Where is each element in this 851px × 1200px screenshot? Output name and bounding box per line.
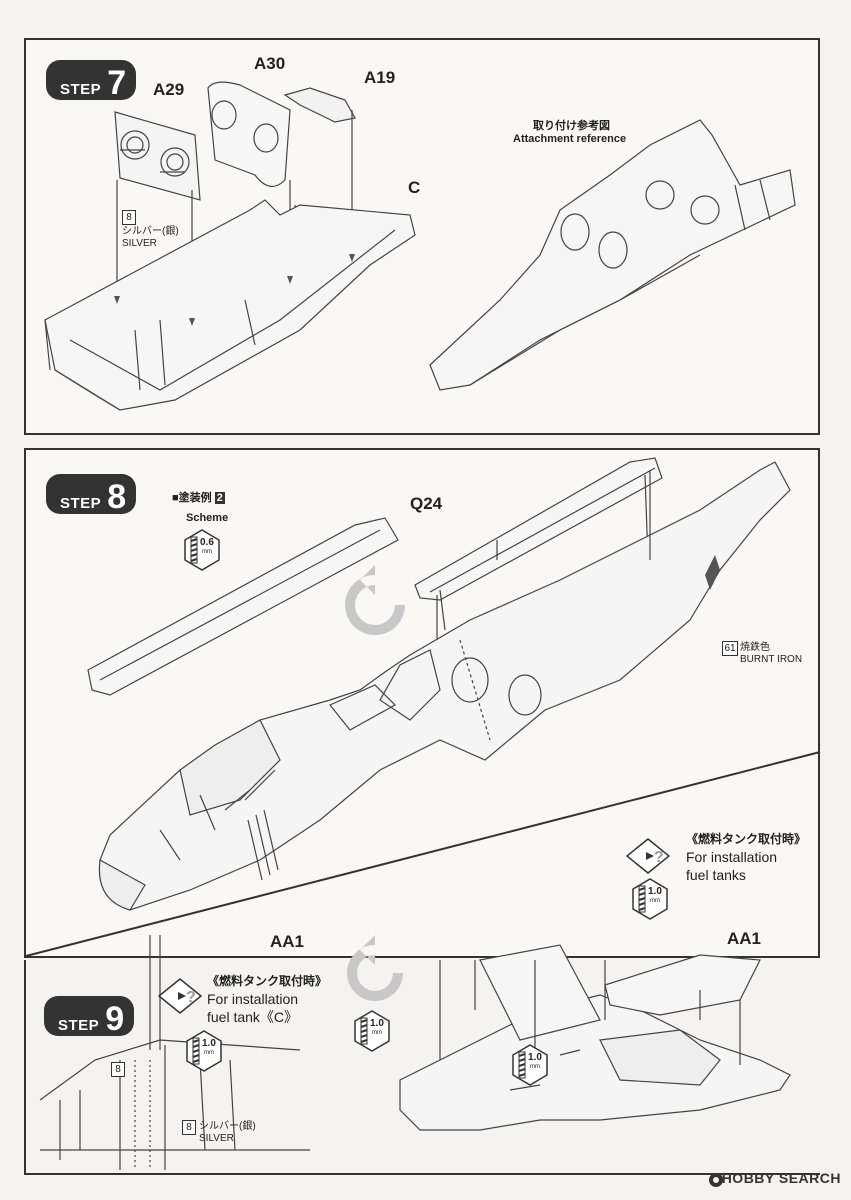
drill-question-icon: ? — [625, 838, 671, 874]
rotate-icon — [345, 565, 405, 635]
step-word: STEP — [58, 1017, 100, 1034]
step7-badge: STEP 7 — [46, 60, 136, 100]
fuel-tank-note-jp: 《燃料タンク取付時》 — [686, 832, 807, 846]
drill-size: 1.0 — [648, 886, 662, 897]
drill-size: 1.0 — [528, 1052, 542, 1063]
part-label-aa1-left: AA1 — [270, 932, 305, 951]
step8-badge: STEP 8 — [46, 474, 136, 514]
svg-text:?: ? — [186, 989, 196, 1006]
rotate-icon — [347, 935, 403, 1001]
fuel-tank-note: 《燃料タンク取付時》 For installation fuel tanks — [686, 830, 806, 884]
drill-unit: mm — [372, 1030, 382, 1036]
drill-unit: mm — [650, 898, 660, 904]
drill-size: 1.0 — [370, 1018, 384, 1029]
step-word: STEP — [60, 81, 102, 98]
part-label-q24: Q24 — [410, 494, 443, 513]
fuel-tank-note-en2: fuel tanks — [686, 867, 746, 883]
svg-text:?: ? — [654, 849, 664, 866]
paint-code-box: 8 — [182, 1120, 196, 1135]
paint-code-box: 8 — [122, 210, 136, 225]
paint-name-en: BURNT IRON — [740, 654, 803, 665]
scheme-label-en: Scheme — [186, 512, 229, 524]
paint-name-en: SILVER — [122, 238, 157, 249]
drill-size: 0.6 — [200, 537, 214, 548]
fuel-tank-note-en2: fuel tank《C》 — [207, 1009, 299, 1025]
drill-unit: mm — [204, 1050, 214, 1056]
fuel-tank-note-step9: 《燃料タンク取付時》 For installation fuel tank《C》 — [207, 972, 327, 1026]
paint-name-jp: シルバー(銀) — [122, 226, 179, 237]
drill-icon: 1.0 mm — [354, 1010, 390, 1052]
drill-question-icon: ? — [157, 978, 203, 1014]
drill-unit: mm — [202, 549, 212, 555]
drill-size: 1.0 — [202, 1038, 216, 1049]
part-label-a29: A29 — [153, 80, 185, 99]
paint-code-box: 61 — [722, 641, 738, 656]
reference-label-en: Attachment reference — [513, 133, 627, 145]
paint-name-en: SILVER — [199, 1133, 234, 1144]
part-label-c: C — [408, 178, 421, 197]
paint-code-box: 8 — [111, 1062, 125, 1077]
step-number: 9 — [105, 1000, 125, 1038]
step-number: 8 — [107, 478, 127, 516]
scheme-label-jp: ■塗装例 2 — [172, 492, 225, 504]
scheme-jp: ■塗装例 — [172, 492, 212, 504]
step-number: 7 — [107, 64, 127, 102]
scheme-num: 2 — [214, 492, 225, 504]
drill-icon: 1.0 mm — [632, 878, 668, 920]
reference-label-jp: 取り付け参考図 — [533, 120, 610, 132]
hobby-search-logo-icon — [709, 1173, 723, 1187]
paint-name-jp: シルバー(銀) — [199, 1121, 256, 1132]
part-label-a30: A30 — [254, 54, 286, 73]
drill-icon: 1.0 mm — [512, 1044, 548, 1086]
step9-badge: STEP 9 — [44, 996, 134, 1036]
paint-name-jp: 焼鉄色 — [740, 642, 770, 653]
drill-icon: 1.0 mm — [186, 1030, 222, 1072]
step9-panel-frame — [24, 960, 820, 1175]
part-label-a19: A19 — [364, 68, 396, 87]
drill-unit: mm — [530, 1064, 540, 1070]
fuel-tank-note-en1: For installation — [207, 991, 299, 1007]
drill-icon: 0.6 mm — [184, 529, 220, 571]
step-word: STEP — [60, 495, 102, 512]
hobby-search-watermark: HOBBY SEARCH — [721, 1170, 841, 1186]
fuel-tank-note-jp: 《燃料タンク取付時》 — [207, 974, 328, 988]
fuel-tank-note-en1: For installation — [686, 849, 778, 865]
part-label-aa1-right: AA1 — [727, 929, 762, 948]
